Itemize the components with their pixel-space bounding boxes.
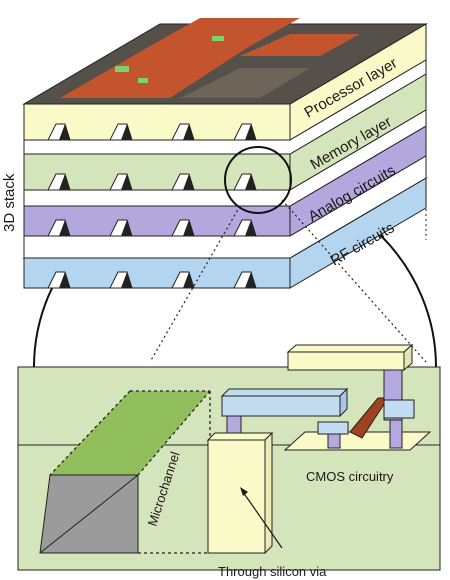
die-highlight	[138, 78, 148, 83]
tsv-bump-shade	[183, 124, 194, 140]
tsv-bump-shade	[121, 220, 132, 236]
cmos-contact	[383, 399, 415, 419]
tsv-bump-shade	[245, 174, 256, 190]
tsv-bump-shade	[59, 272, 70, 288]
top-strap-top	[286, 344, 414, 353]
label-cmos-circuitry: CMOS circuitry	[306, 469, 394, 484]
magnifier-circle	[224, 146, 292, 214]
projection-line-right	[281, 199, 427, 363]
label-through-silicon-via: Through silicon via	[218, 564, 327, 579]
tsv-bump-shade	[245, 124, 256, 140]
top-strap	[287, 351, 405, 371]
cmos-strap	[317, 421, 349, 435]
stack-layers	[22, 18, 428, 289]
tsv-top	[206, 432, 274, 441]
die-region-red	[60, 46, 250, 98]
interconnect-front	[221, 395, 341, 417]
tsv-bump-shade	[59, 174, 70, 190]
top-strap-side	[403, 343, 413, 372]
cmos-circuitry	[283, 343, 432, 451]
interconnect-side	[339, 387, 348, 418]
label-3d-stack: 3D stack	[1, 173, 18, 232]
tsv-bump-shade	[183, 174, 194, 190]
tsv-bump-shade	[245, 272, 256, 288]
die-region-red	[240, 34, 360, 56]
projection-line-left	[149, 205, 241, 363]
die-highlight	[212, 36, 224, 41]
cmos-post	[389, 415, 403, 449]
tsv-bump-shade	[121, 124, 132, 140]
die-region-gray	[180, 68, 310, 98]
tsv-bump-shade	[121, 272, 132, 288]
microchannel-diagonal	[39, 474, 139, 554]
tsv-bumps	[47, 123, 257, 289]
die-region-red	[150, 18, 300, 46]
tsv-bump-shade	[59, 220, 70, 236]
tsv-bump-shade	[59, 124, 70, 140]
tsv-arrow-line	[242, 491, 283, 549]
tsv-side	[264, 431, 273, 555]
tsv-front	[207, 439, 266, 554]
tsv-bump-shade	[245, 220, 256, 236]
interconnect-top	[220, 388, 349, 397]
through-silicon-via	[206, 431, 283, 555]
tsv-bump-shade	[121, 174, 132, 190]
die-highlight	[115, 66, 129, 72]
tsv-arrow-head	[240, 487, 248, 496]
tsv-bump-shade	[183, 220, 194, 236]
interconnect-bar	[220, 387, 349, 447]
microchannel-top-face	[50, 391, 210, 475]
microchannel-dashed-edge	[137, 390, 211, 476]
tsv-bump-shade	[183, 272, 194, 288]
microchannel-dashed-edge	[49, 390, 131, 476]
